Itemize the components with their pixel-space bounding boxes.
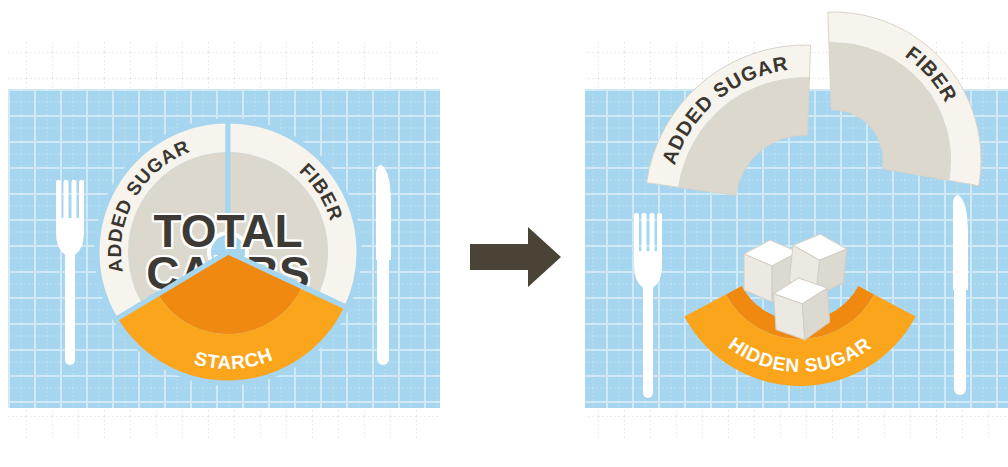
donut-segment: STARCH: [90, 115, 370, 395]
segment-band: [828, 12, 981, 186]
page-grid: [8, 40, 440, 440]
segment-label: HIDDEN SUGAR: [725, 333, 875, 376]
transition-arrow: [470, 227, 561, 287]
segment-label-path: FIBER: [296, 159, 347, 223]
segment-label-path: ADDED SUGAR: [658, 52, 790, 167]
sugar-cube: [788, 231, 848, 298]
segment-shape: HIDDEN SUGAR: [675, 250, 935, 395]
sugar-cube: [773, 276, 831, 342]
page-grid: [585, 40, 1008, 440]
segment-label: FIBER: [296, 159, 347, 223]
donut-segment: HIDDEN SUGAR: [675, 250, 935, 395]
knife-icon: [376, 165, 391, 365]
segment-outline: [828, 12, 981, 186]
segment-shape: ADDED SUGAR: [630, 35, 820, 215]
segment-shape: FIBER: [820, 5, 995, 205]
segment-outline: [116, 252, 347, 383]
segment-label-path: HIDDEN SUGAR: [725, 333, 875, 376]
segment-shape: STARCH: [90, 115, 370, 395]
sugar-cube: [744, 240, 798, 302]
segment-band: [684, 294, 915, 386]
fork-icon: [56, 180, 84, 365]
segment-label: ADDED SUGAR: [658, 52, 790, 167]
segment-outline: [647, 45, 811, 195]
segment-band: [647, 45, 811, 187]
donut-segment: FIBER: [820, 5, 995, 205]
segment-label: STARCH: [192, 344, 275, 373]
donut-segment: ADDED SUGAR: [630, 35, 820, 215]
segment-label-path: STARCH: [192, 344, 275, 373]
segment-label-path: FIBER: [902, 42, 962, 106]
knife-icon: [953, 195, 968, 395]
fork-icon: [634, 213, 662, 398]
segment-label: FIBER: [902, 42, 962, 106]
placemat: [8, 89, 440, 408]
